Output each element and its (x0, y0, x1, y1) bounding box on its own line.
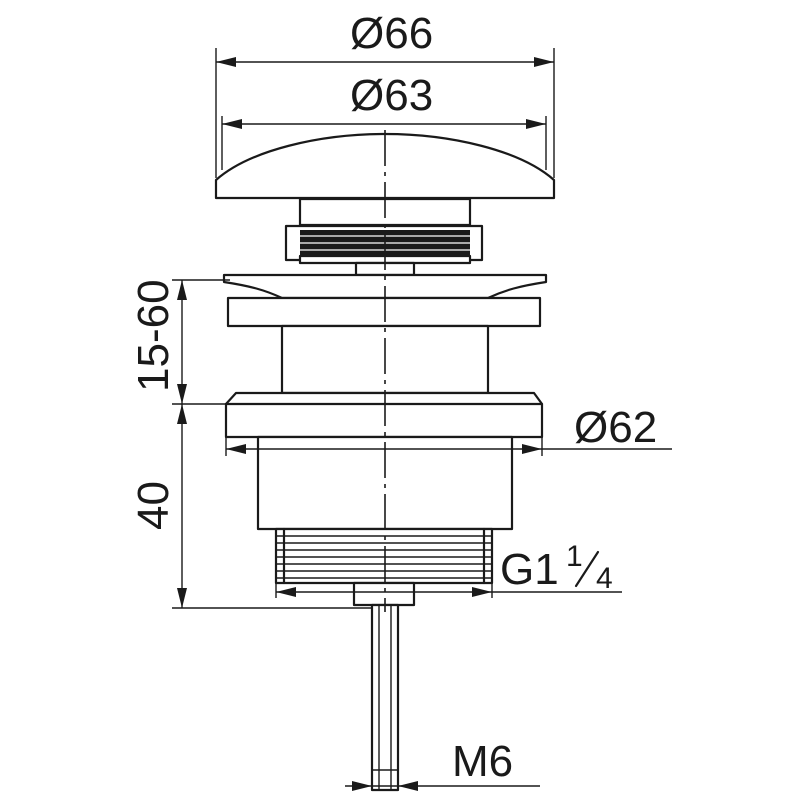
thread-g1-1-4-dimension: G1 1 4 (275, 540, 622, 598)
diameter-62-label: Ø62 (574, 403, 657, 452)
diameter-62-dimension: Ø62 (225, 403, 672, 456)
diameter-66-dimension: Ø66 (216, 9, 554, 67)
height-40-label: 40 (129, 481, 178, 530)
thread-fraction-numerator: 1 (566, 540, 583, 573)
m6-label: M6 (452, 737, 513, 786)
height-40-dimension: 40 (129, 404, 187, 608)
height-15-60-dimension: 15-60 (129, 279, 187, 404)
diameter-66-label: Ø66 (350, 9, 433, 58)
cap-extension-lines (215, 48, 555, 178)
bottom-nut (352, 581, 416, 607)
threaded-section (274, 527, 494, 585)
rod (370, 603, 400, 792)
diameter-63-label: Ø63 (350, 71, 433, 120)
thread-g1-label: G1 (500, 545, 559, 594)
seal-ring (284, 224, 484, 265)
m6-dimension: M6 (345, 737, 540, 791)
lower-flange (224, 391, 544, 439)
thread-fraction-denominator: 4 (596, 562, 613, 595)
diameter-63-dimension: Ø63 (222, 71, 546, 129)
height-15-60-label: 15-60 (129, 279, 178, 392)
washer-plate (226, 296, 542, 328)
